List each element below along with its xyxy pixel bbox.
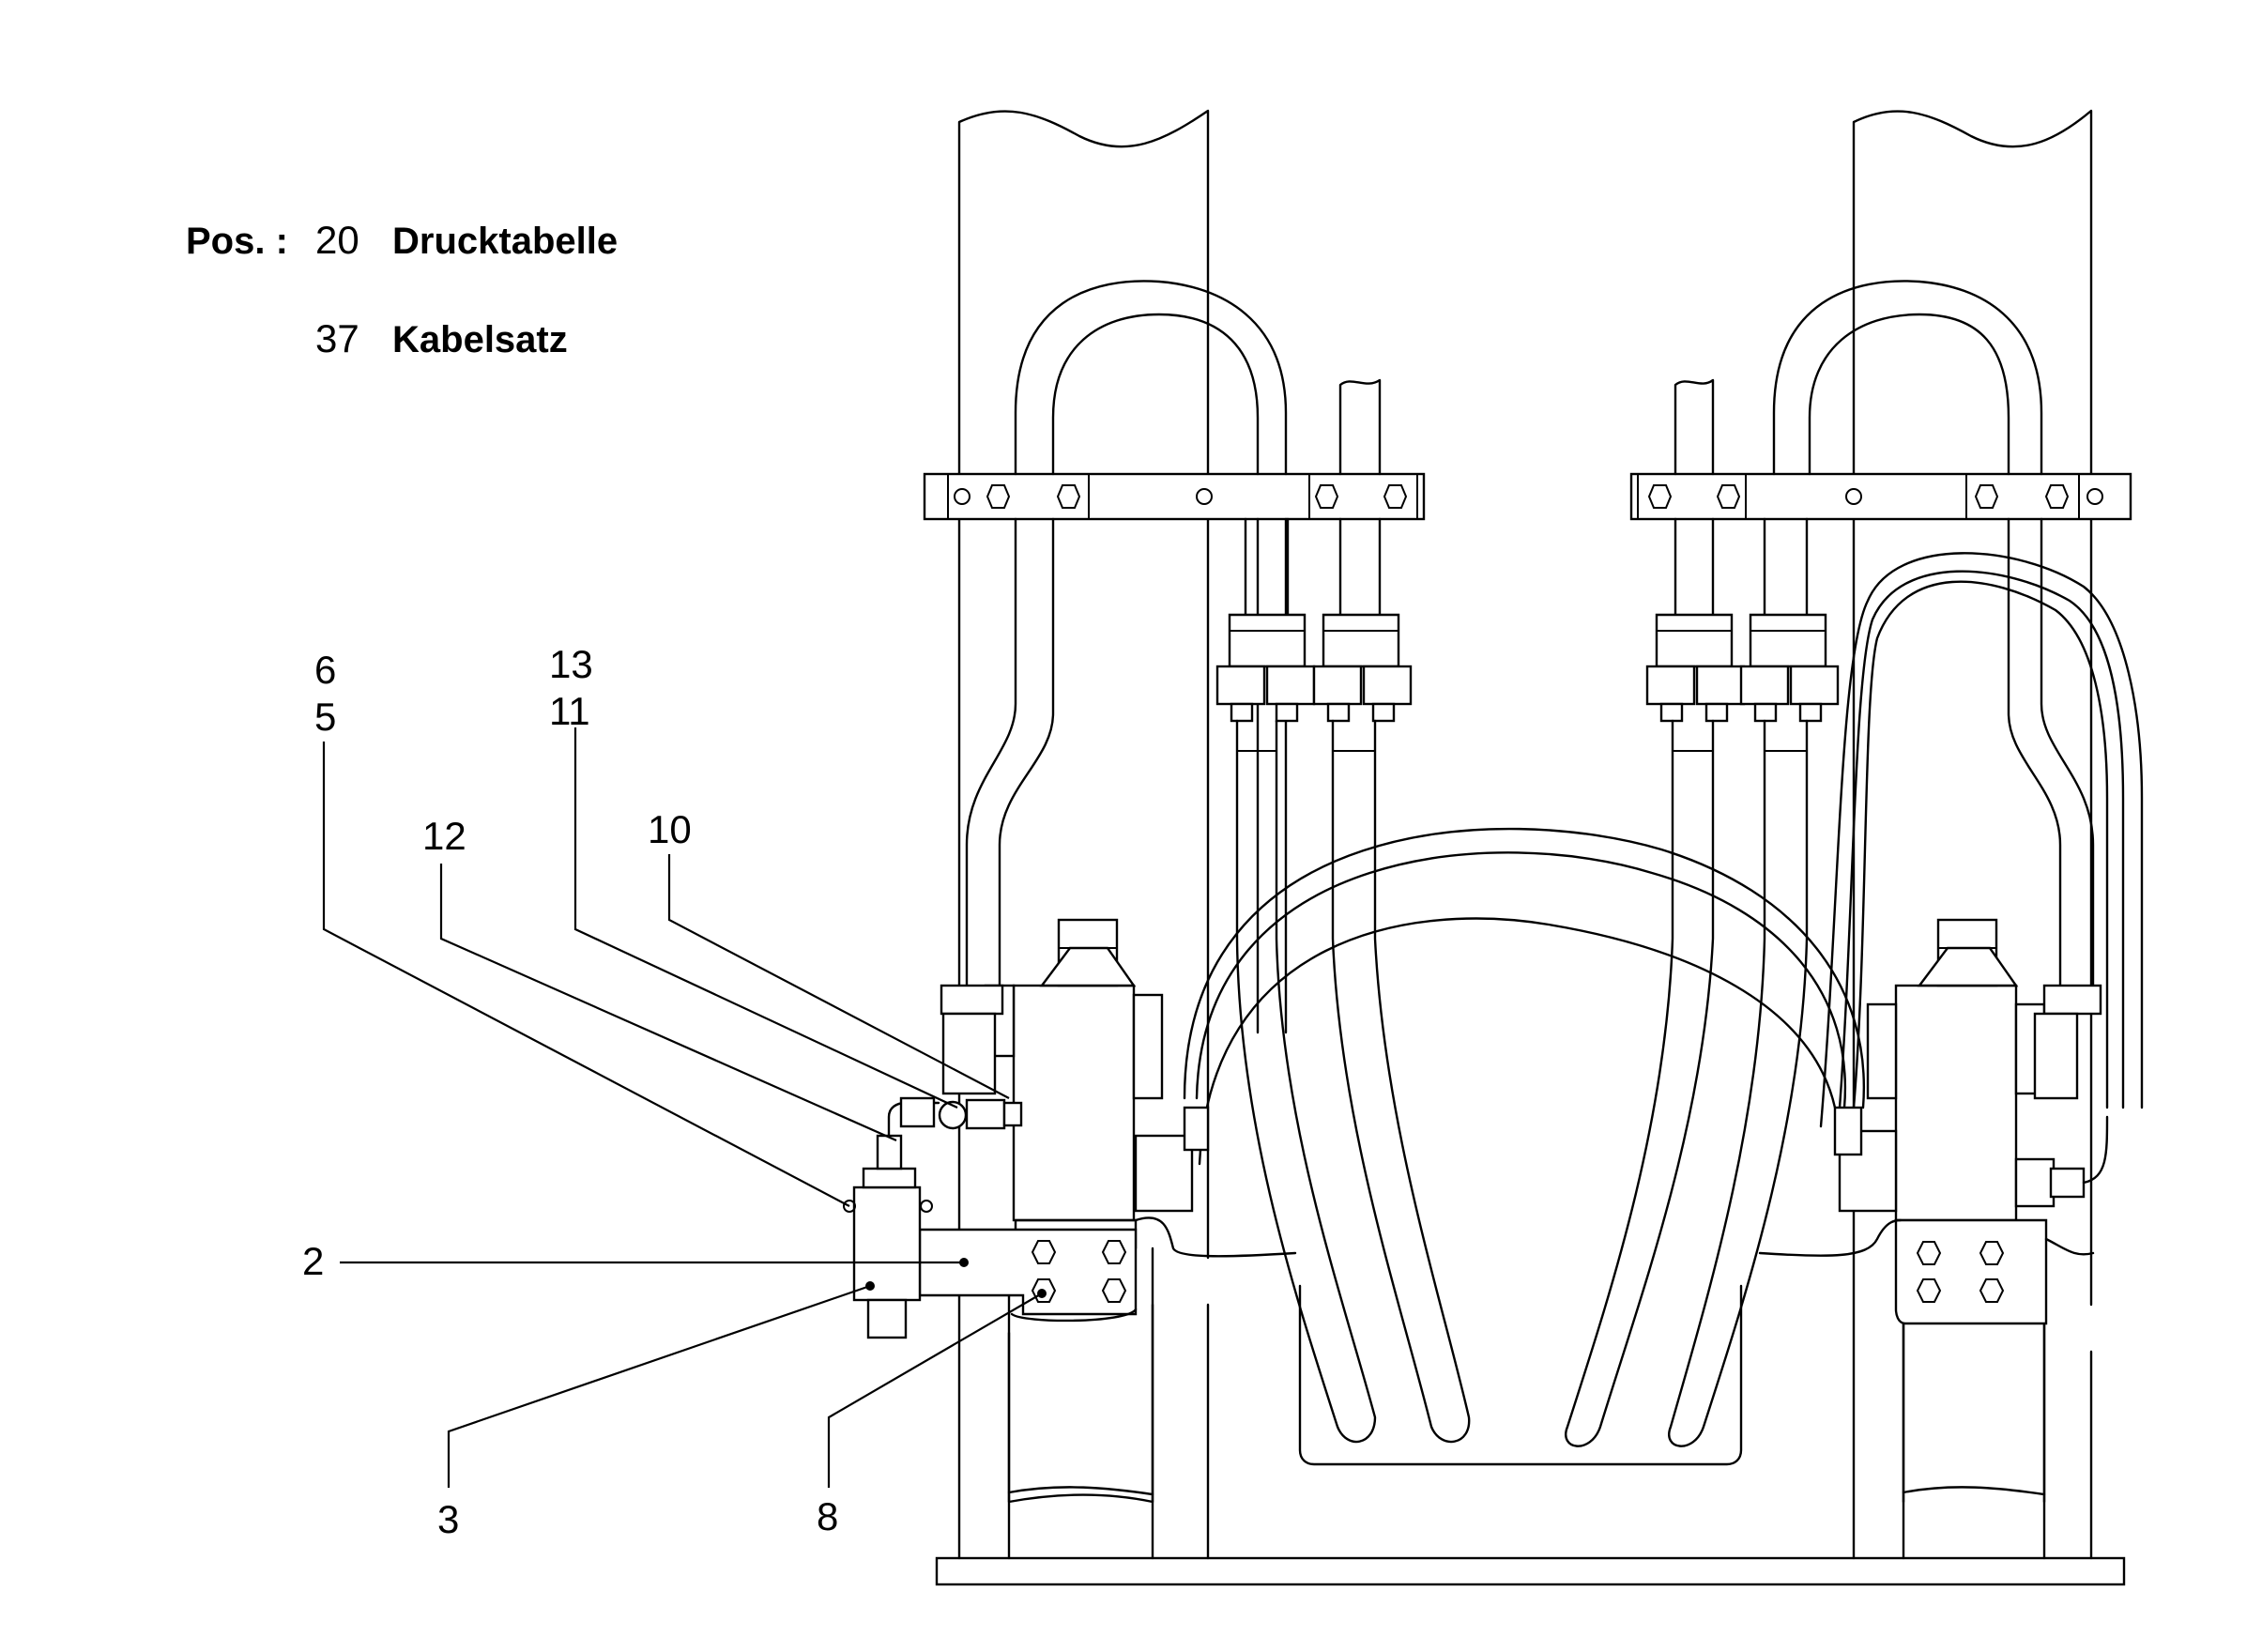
left-valve-block <box>940 918 1297 1258</box>
left-u-bend-tube <box>965 280 1288 1034</box>
callout-10: 10 <box>648 807 692 851</box>
left-hose-couplings <box>1215 613 1413 723</box>
callout-5: 5 <box>314 695 336 739</box>
callout-11: 11 <box>549 689 590 733</box>
left-clamp-bar <box>923 472 1426 521</box>
right-column <box>1852 109 2093 1560</box>
leader-dots <box>865 1258 1047 1298</box>
pos-number-20: 20 <box>315 218 359 262</box>
pos-label: Pos. : <box>186 221 288 262</box>
leader-lines <box>322 727 1043 1488</box>
right-u-bend-tube <box>1772 280 2095 992</box>
callout-8: 8 <box>817 1494 838 1538</box>
callout-2: 2 <box>302 1239 324 1283</box>
callout-13: 13 <box>549 642 593 686</box>
pos-text-kabelsatz: Kabelsatz <box>392 319 568 360</box>
callout-6: 6 <box>314 648 336 692</box>
left-bracket <box>843 1096 1138 1339</box>
callout-3: 3 <box>437 1497 459 1541</box>
right-valve-block <box>1758 918 2109 1325</box>
upper-pipes <box>1244 378 1809 617</box>
right-clamp-bar <box>1629 472 2132 521</box>
hoses <box>1235 719 1809 1447</box>
pos-number-37: 37 <box>315 316 359 360</box>
callout-12: 12 <box>422 814 466 858</box>
trough <box>1298 1284 1743 1466</box>
base-plate <box>935 1556 2126 1586</box>
pos-text-drucktabelle: Drucktabelle <box>392 221 618 262</box>
crossing-hoses <box>1183 552 2144 1166</box>
left-column <box>957 109 1210 1560</box>
right-hose-couplings <box>1645 613 1840 723</box>
